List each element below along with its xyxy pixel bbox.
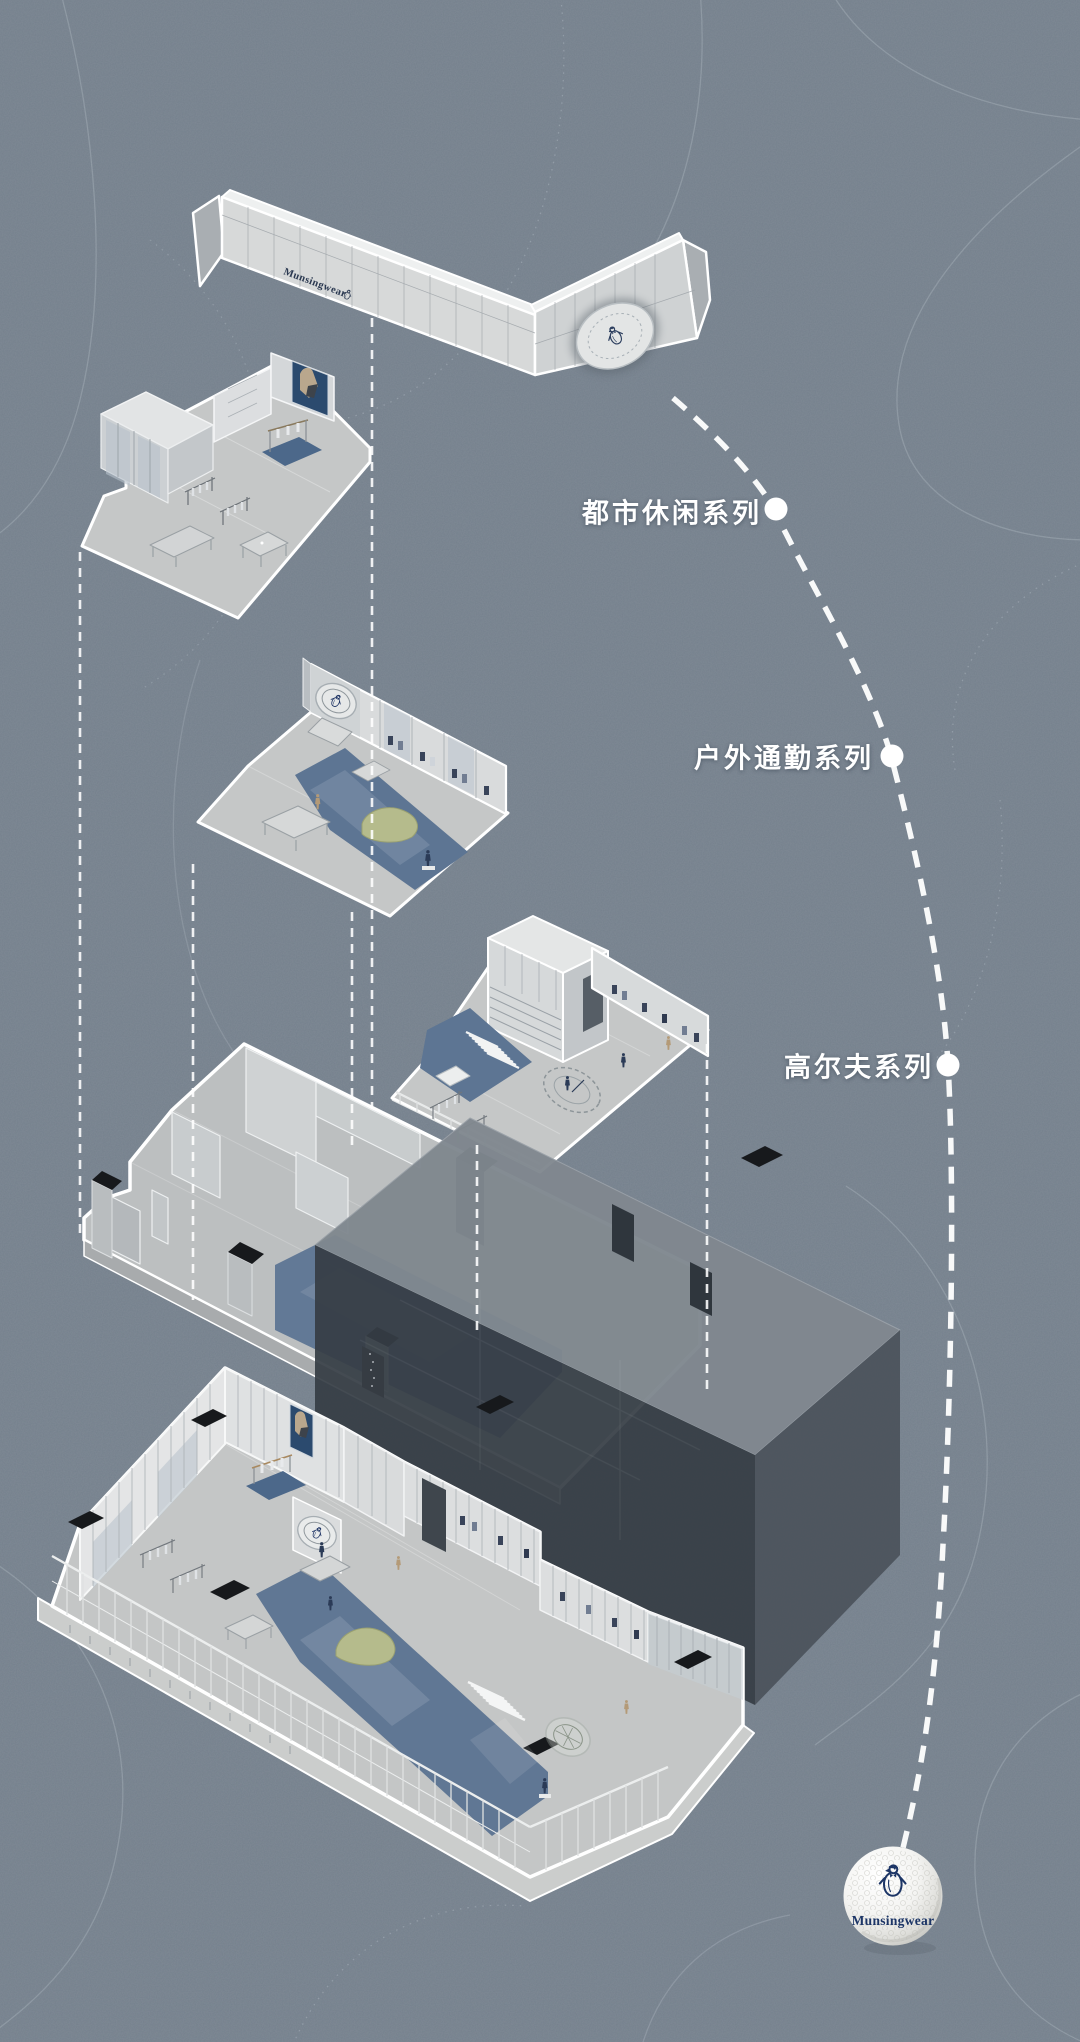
zone1-display-rack bbox=[267, 419, 309, 452]
connector-lines bbox=[78, 318, 709, 1390]
zone1-cash-table bbox=[239, 531, 289, 567]
zone1-floor-racks bbox=[184, 477, 251, 525]
series-label-outdoor-commute: 户外通勤系列 bbox=[694, 743, 874, 775]
store-slat-bench bbox=[467, 1680, 526, 1722]
dark-building-mass bbox=[314, 1117, 901, 1705]
store-logo-wall bbox=[292, 1496, 342, 1574]
store-fan-window bbox=[545, 1717, 591, 1757]
zone3-wall-garments bbox=[612, 985, 699, 1042]
series-dot-urban-casual bbox=[764, 497, 788, 521]
store-green-terrain bbox=[335, 1627, 396, 1666]
zone1-fitting-rooms bbox=[100, 391, 214, 504]
zone2-wall-endcap bbox=[302, 657, 312, 713]
store-black-caps bbox=[68, 1395, 712, 1755]
zone2-logo-medallion bbox=[311, 664, 360, 737]
facade-logo-medallion bbox=[570, 297, 660, 375]
store-racks-left bbox=[139, 1539, 206, 1593]
zone3-right-wall bbox=[590, 946, 710, 1058]
zone-outdoor-commute bbox=[196, 657, 510, 918]
series-label-golf: 高尔夫系列 bbox=[784, 1052, 934, 1084]
series-dot-outdoor-commute bbox=[880, 744, 904, 768]
store-front-fence bbox=[51, 1554, 669, 1870]
zone3-swing-circle bbox=[543, 1066, 601, 1114]
zone3-slat-display bbox=[465, 1031, 520, 1069]
zone2-wall-garments bbox=[388, 736, 489, 795]
series-dot-golf bbox=[936, 1053, 960, 1077]
zone1-blue-rug bbox=[262, 437, 322, 466]
assembled-store bbox=[37, 1346, 755, 1902]
zone3-shoe-room bbox=[487, 915, 609, 1063]
store-plinth-railing bbox=[69, 1625, 291, 1754]
golf-ball-brand-text: Munsingwear bbox=[852, 1913, 935, 1928]
store-figures bbox=[319, 1542, 629, 1798]
zone1-low-shelf bbox=[149, 525, 215, 567]
zone3-desk bbox=[435, 1065, 471, 1087]
golf-ball: Munsingwear bbox=[843, 1846, 943, 1955]
mass-right-face bbox=[755, 1330, 900, 1705]
zone2-green-terrain bbox=[361, 807, 418, 843]
store-runway bbox=[256, 1562, 548, 1836]
store-blue-rug bbox=[246, 1454, 306, 1500]
series-label-urban-casual: 都市休闲系列 bbox=[582, 498, 762, 530]
store-rear-wall bbox=[224, 1367, 345, 1503]
zone-golf bbox=[390, 915, 710, 1174]
store-tables bbox=[224, 1555, 351, 1649]
zone-urban-casual bbox=[80, 352, 372, 620]
store-rear-left-wall bbox=[79, 1367, 226, 1601]
mass-front-face bbox=[315, 1245, 755, 1705]
facade-piece: Munsingwear bbox=[191, 189, 712, 377]
store-step-wall bbox=[343, 1427, 405, 1537]
store-long-wall bbox=[403, 1461, 649, 1663]
store-dark-shaft bbox=[362, 1346, 384, 1398]
